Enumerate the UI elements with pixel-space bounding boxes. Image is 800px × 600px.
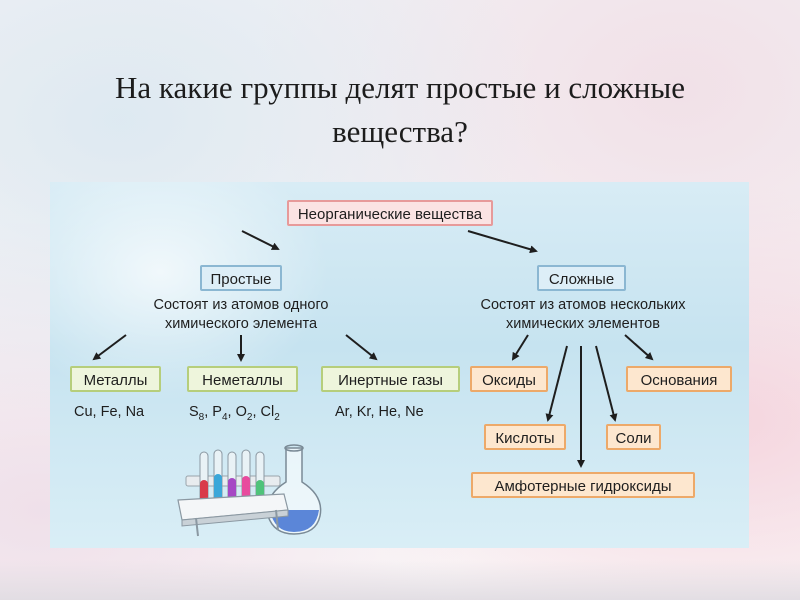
- complex-description: Состоят из атомов нескольких химических …: [453, 296, 713, 334]
- bases-node: Основания: [626, 366, 732, 392]
- lab-glassware-icon: [177, 444, 322, 537]
- nonmetals-node: Неметаллы: [187, 366, 298, 392]
- panel-highlight: [50, 182, 330, 402]
- arrow-simple-to-inert-gases: [345, 334, 378, 361]
- nonmetals-examples-s-index: 8: [198, 411, 205, 423]
- nonmetals-examples-o: , O: [227, 404, 247, 420]
- simple-description-line-2: химического элемента: [164, 316, 318, 332]
- complex-substances-label: Сложные: [548, 271, 615, 288]
- simple-description-line-1: Состоят из атомов одного: [153, 297, 329, 313]
- nonmetals-examples-s: S: [189, 404, 199, 420]
- diagram-arrows: [92, 230, 654, 468]
- arrow-complex-to-oxides: [511, 334, 529, 361]
- simple-substances-label: Простые: [210, 271, 272, 288]
- complex-description-line-1: Состоят из атомов нескольких: [480, 297, 686, 313]
- nonmetals-examples-p: , P: [204, 404, 222, 420]
- nonmetals-examples-cl: , Cl: [252, 404, 275, 420]
- inert-gases-label: Инертные газы: [338, 372, 443, 389]
- arrow-root-to-complex: [467, 230, 538, 254]
- arrow-simple-to-metals: [92, 334, 127, 361]
- nonmetals-examples-cl-index: 2: [274, 411, 280, 423]
- slide-title-line-1: На какие группы делят простые и сложные: [115, 70, 685, 105]
- nonmetals-label: Неметаллы: [202, 372, 283, 389]
- root-node: Неорганические вещества: [287, 200, 493, 226]
- metals-examples: Cu, Fe, Na: [74, 404, 145, 420]
- complex-description-line-2: химических элементов: [506, 316, 660, 332]
- oxides-node: Оксиды: [470, 366, 548, 392]
- amphoteric-hydroxides-node: Амфотерные гидроксиды: [471, 472, 695, 498]
- amphoteric-hydroxides-label: Амфотерные гидроксиды: [494, 478, 672, 495]
- complex-substances-node: Сложные: [537, 265, 626, 291]
- acids-node: Кислоты: [484, 424, 566, 450]
- simple-description: Состоят из атомов одного химического эле…: [126, 296, 356, 334]
- slide-title-line-2: вещества?: [332, 114, 468, 149]
- metals-label: Металлы: [83, 372, 148, 389]
- metals-node: Металлы: [70, 366, 161, 392]
- slide-footer-band: [0, 560, 800, 600]
- acids-label: Кислоты: [495, 430, 555, 447]
- inert-gases-examples: Ar, Kr, He, Ne: [335, 404, 424, 420]
- arrow-complex-to-salts: [595, 345, 618, 422]
- classification-diagram: Неорганические вещества Простые Сложные …: [50, 182, 749, 548]
- bases-label: Основания: [640, 372, 718, 389]
- oxides-label: Оксиды: [482, 372, 536, 389]
- slide-title: На какие группы делят простые и сложные …: [20, 66, 780, 154]
- arrow-complex-to-bases: [624, 334, 654, 361]
- arrow-root-to-simple: [241, 230, 280, 250]
- salts-label: Соли: [615, 430, 652, 447]
- salts-node: Соли: [606, 424, 661, 450]
- arrow-complex-to-acids: [545, 345, 568, 422]
- simple-substances-node: Простые: [200, 265, 282, 291]
- nonmetals-examples-o-index: 2: [246, 411, 253, 423]
- nonmetals-examples-p-index: 4: [221, 411, 228, 423]
- root-node-label: Неорганические вещества: [297, 206, 483, 223]
- nonmetals-examples: S8, P4, O2, Cl2: [189, 404, 280, 423]
- inert-gases-node: Инертные газы: [321, 366, 460, 392]
